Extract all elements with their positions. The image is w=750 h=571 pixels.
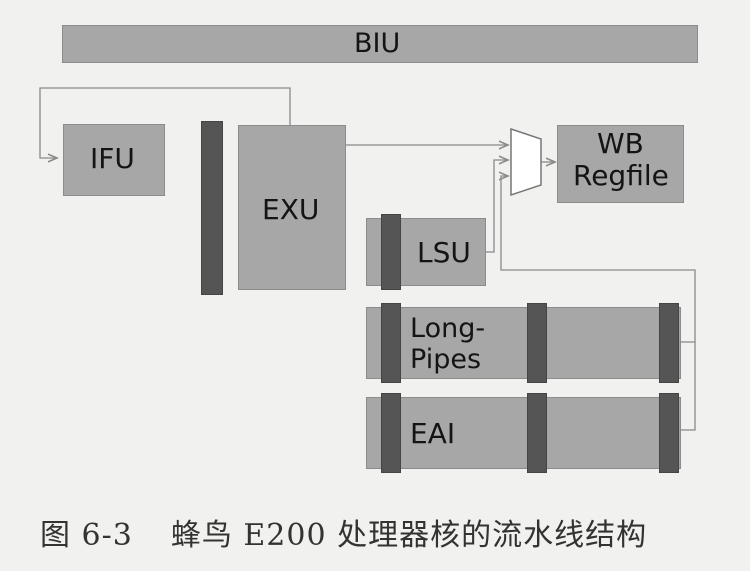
figure-number: 图 6-3: [40, 518, 133, 553]
diagram-connections: [39, 87, 696, 431]
long-pipes-stage-register-1: [381, 303, 401, 383]
lsu-label: LSU: [417, 236, 471, 269]
long-pipes-stage-register-2: [527, 303, 547, 383]
writeback-mux: [510, 127, 542, 197]
longpipes-eai-to-wb-arrow: [501, 176, 696, 343]
figure-caption: 图 6-3 蜂鸟 E200 处理器核的流水线结构: [40, 510, 647, 554]
long-pipes-stage-register-3: [659, 303, 679, 383]
lsu-pipeline-register: [381, 214, 401, 290]
eai-stage-register-2: [527, 393, 547, 473]
biu-block: [62, 25, 698, 63]
eai-stage-register-3: [659, 393, 679, 473]
long-pipes-label-line2: Pipes: [410, 344, 482, 375]
feedback-to-ifu-arrow: [39, 87, 291, 158]
ifu-block: [63, 124, 165, 196]
long-pipes-label-line1: Long-: [410, 313, 486, 344]
caption-text: 蜂鸟 E200 处理器核的流水线结构: [170, 518, 648, 553]
eai-block: [366, 397, 681, 469]
biu-label: BIU: [354, 28, 401, 59]
exu-label: EXU: [262, 193, 320, 226]
lsu-to-wb-arrow: [486, 160, 508, 253]
wb-label: WB: [597, 127, 644, 160]
regfile-label: Regfile: [573, 159, 669, 192]
eai-stage-register-1: [381, 393, 401, 473]
ifu-exu-pipeline-register: [201, 121, 223, 295]
ifu-label: IFU: [90, 142, 135, 175]
wb-regfile-block: [557, 125, 684, 203]
eai-label: EAI: [410, 417, 456, 450]
exu-block: [238, 125, 346, 290]
long-pipes-block: [366, 307, 681, 379]
